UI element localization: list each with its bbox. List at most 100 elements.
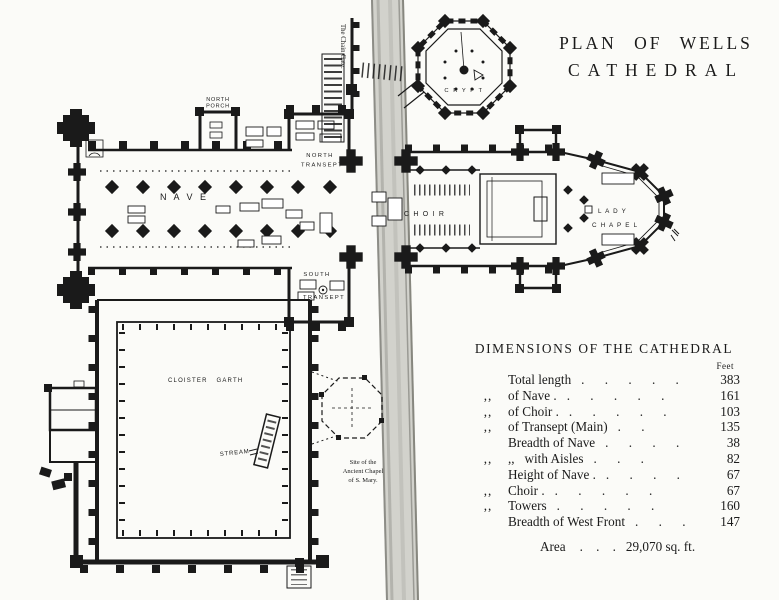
nave-furniture <box>127 198 333 248</box>
lady-chapel-label-1: L A D Y <box>598 208 627 215</box>
dot-leader: . . . . . <box>605 466 698 482</box>
dimension-row: ,, Choir . . . . . . 67 <box>468 483 740 499</box>
north-porch-label-1: NORTH <box>206 97 229 103</box>
dimension-prefix: ,, <box>483 419 493 435</box>
dimension-row: ,,,, with Aisles. . .82 <box>468 451 740 467</box>
area-value: 29,070 sq. ft. <box>625 538 696 554</box>
stream-label: STREAM <box>220 449 250 458</box>
dimension-row: Breadth of Nave . . . . . 38 <box>468 435 740 451</box>
dimension-row: Breadth of West Front . . . . 147 <box>468 514 740 530</box>
chapter-house-columns <box>443 49 485 91</box>
dimension-label: Total length <box>508 372 572 387</box>
dot-leader: . . . . <box>635 514 698 530</box>
dimension-label: ,, with Aisles <box>508 450 584 466</box>
south-transept: SOUTH TRANSEPT <box>284 268 354 331</box>
ornament-mark <box>670 228 680 242</box>
chain-gate: The Chain Gate. <box>321 18 405 143</box>
dimension-value: 160 <box>720 498 740 514</box>
ancient-chapel-site: Site of the Ancient Chapel of S. Mary. <box>311 371 384 484</box>
dimension-value: 38 <box>726 435 740 451</box>
east-transept-south <box>515 266 561 293</box>
dimension-value: 67 <box>726 482 740 498</box>
dimension-value: 161 <box>720 387 740 403</box>
pulpitum <box>371 191 403 227</box>
dimension-value: 82 <box>726 450 740 466</box>
crossing <box>339 149 418 269</box>
road-band <box>371 0 419 600</box>
dot-leader: . . <box>617 419 645 435</box>
dot-leader: . . . . . <box>566 387 665 403</box>
dimensions-table: DIMENSIONS OF THE CATHEDRAL Feet Total l… <box>468 341 740 555</box>
dimensions-rows: Total length . . . . . . 383,, of Nave . . .… <box>468 372 740 530</box>
dimension-row: ,, of Nave . . . . . . 161 <box>468 388 740 404</box>
plate-title-line1: PLAN OF WELLS <box>559 33 753 53</box>
dimension-label: Height of Nave . <box>508 466 596 482</box>
north-transept-label-2: TRANSEPT <box>301 163 343 169</box>
dot-leader: . . . . . <box>556 498 655 514</box>
south-transept-label-2: TRANSEPT <box>303 295 345 301</box>
lady-chapel-label-2: C H A P E L <box>592 222 638 229</box>
garth-wall <box>116 321 291 539</box>
dimension-value: 147 <box>720 514 740 530</box>
south-transept-label-1: SOUTH <box>303 272 330 278</box>
west-annex-rooms <box>39 380 98 560</box>
dimension-label: Breadth of West Front <box>508 514 625 530</box>
north-porch-label-2: PORCH <box>206 104 230 110</box>
lady-chapel: L A D Y C H A P E L <box>559 148 680 270</box>
west-front <box>57 109 104 309</box>
dimension-prefix: ,, <box>483 387 493 403</box>
dimensions-heading: DIMENSIONS OF THE CATHEDRAL <box>474 341 734 356</box>
chapter-house: C R Y P T <box>397 13 518 121</box>
dimension-label: of Choir . <box>508 403 559 419</box>
site-label-1: Site of the <box>350 459 377 466</box>
dimension-label: of Nave . <box>508 387 557 403</box>
dimension-row: ,, of Choir . . . . . . 103 <box>468 404 740 420</box>
plate-title: PLAN OF WELLS CATHEDRAL <box>556 30 756 84</box>
dot-leader: . . . . . <box>605 435 698 451</box>
site-label-3: of S. Mary. <box>348 477 378 484</box>
dimension-label: Choir . <box>508 482 545 498</box>
nave: N A V E <box>88 141 338 275</box>
dimension-row: Total length . . . . . . 383 <box>468 372 740 388</box>
crypt-label: C R Y P T <box>444 88 483 94</box>
dimension-value: 67 <box>726 466 740 482</box>
area-dot-leader: . . . <box>579 538 616 554</box>
south-east-annex <box>286 558 312 589</box>
dimension-value: 103 <box>720 403 740 419</box>
area-label: Area <box>540 538 566 554</box>
rooms-north-of-nave <box>245 126 282 148</box>
dimension-prefix: ,, <box>483 498 493 514</box>
dimension-row: ,, Towers . . . . . 160 <box>468 498 740 514</box>
choir-label: C H O I R <box>404 211 445 218</box>
north-transept-label-1: NORTH <box>306 153 334 159</box>
dot-leader: . . . . . . <box>581 372 698 387</box>
cloister-garth-label: CLOISTER GARTH <box>168 378 243 384</box>
dimension-label: Breadth of Nave <box>508 435 596 451</box>
dimension-value: 135 <box>720 419 740 435</box>
site-label-2: Ancient Chapel <box>343 468 384 475</box>
cloister: CLOISTER GARTH <box>39 299 329 589</box>
dot-leader: . . . . . <box>554 482 653 498</box>
chain-gate-label: The Chain Gate. <box>339 24 346 69</box>
dimension-label: of Transept (Main) <box>508 419 608 435</box>
north-porch: NORTH PORCH <box>195 97 282 150</box>
dimension-value: 383 <box>720 372 740 387</box>
dimension-prefix: ,, <box>483 403 493 419</box>
area-row: Area . . . 29,070 sq. ft. <box>468 539 740 555</box>
stream: STREAM <box>220 413 281 469</box>
dimension-prefix: ,, <box>483 482 493 498</box>
nave-label: N A V E <box>160 192 209 202</box>
plate-title-line2: CATHEDRAL <box>567 60 745 80</box>
choir: C H O I R <box>404 125 565 293</box>
south-west-tower <box>57 271 95 309</box>
east-transept-north <box>515 125 561 152</box>
lady-chapel-furniture <box>584 172 635 246</box>
dot-leader: . . . <box>593 450 644 466</box>
dimension-label: Towers <box>508 498 547 514</box>
dot-leader: . . . . . <box>568 403 667 419</box>
dimension-row: ,, of Transept (Main) . . 135 <box>468 419 740 435</box>
dimension-row: Height of Nave . . . . . . 67 <box>468 467 740 483</box>
unit-header: Feet <box>716 361 734 371</box>
